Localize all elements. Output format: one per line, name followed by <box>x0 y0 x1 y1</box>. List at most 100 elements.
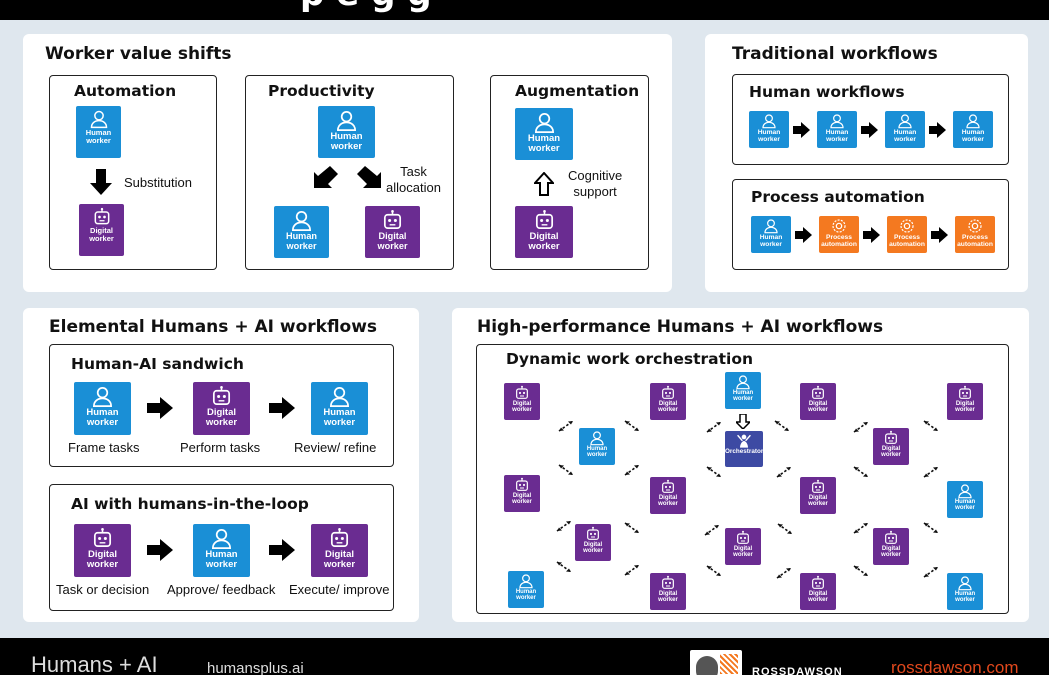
tile-label: Orchestrator <box>725 448 763 455</box>
panel-title: Worker value shifts <box>45 44 232 64</box>
orchestrator-tile: Orchestrator <box>725 431 763 467</box>
box-title: Augmentation <box>515 82 640 100</box>
automation-box: Automation Human worker Substitution Dig… <box>49 75 217 270</box>
tile-label: Digital worker <box>528 231 560 252</box>
right-arrow-icon <box>269 539 295 561</box>
tile-label: Human worker <box>732 390 754 403</box>
person-icon <box>90 110 107 129</box>
right-arrow-icon <box>931 227 948 243</box>
human-worker-tile: Human worker <box>885 111 925 148</box>
footer-right-site: rossdawson.com <box>891 658 1019 675</box>
substitution-label: Substitution <box>124 175 192 190</box>
human-worker-tile: Human worker <box>76 106 121 158</box>
right-arrow-icon <box>863 227 880 243</box>
robot-icon <box>94 207 109 225</box>
tile-label: Digital worker <box>512 401 532 414</box>
bidirectional-link-icon <box>853 565 869 577</box>
person-icon <box>212 529 231 549</box>
tile-label: Digital worker <box>733 546 753 559</box>
right-arrow-icon <box>147 539 173 561</box>
bidirectional-link-icon <box>923 420 939 432</box>
human-worker-tile: Human worker <box>274 206 329 258</box>
digital-worker-tile: Digital worker <box>311 524 368 577</box>
human-worker-tile: Human worker <box>508 571 544 608</box>
person-icon <box>292 211 311 231</box>
robot-icon <box>535 210 553 230</box>
digital-worker-tile: Digital worker <box>800 573 836 610</box>
process-automation-box: Process automation Human worker Process … <box>732 179 1009 270</box>
orchestrator-icon <box>737 434 751 448</box>
human-worker-tile: Human worker <box>318 106 375 158</box>
robot-icon <box>885 530 897 544</box>
tile-label: Human worker <box>515 589 537 602</box>
worker-value-shifts-panel: Worker value shifts Automation Human wor… <box>23 34 672 292</box>
right-arrow-icon <box>147 397 173 419</box>
tile-label: Digital worker <box>512 493 532 506</box>
panel-title: High-performance Humans + AI workflows <box>477 317 884 337</box>
productivity-box: Productivity Human worker Task allocatio… <box>245 75 454 270</box>
bidirectional-link-icon <box>624 522 640 534</box>
box-title: AI with humans-in-the-loop <box>71 495 309 513</box>
tile-label: Digital worker <box>323 549 356 570</box>
person-icon <box>830 114 844 129</box>
process-automation-tile: Process automation <box>819 216 859 253</box>
elemental-workflows-panel: Elemental Humans + AI workflows Human-AI… <box>23 308 419 622</box>
bidirectional-link-icon <box>706 421 722 433</box>
box-title: Productivity <box>268 82 375 100</box>
bidirectional-link-icon <box>706 565 722 577</box>
digital-worker-tile: Digital worker <box>725 528 761 565</box>
person-icon <box>966 114 980 129</box>
tile-label: Digital worker <box>808 401 828 414</box>
robot-icon <box>383 210 402 230</box>
tile-label: Human worker <box>323 407 356 428</box>
robot-icon <box>737 530 749 544</box>
process-automation-tile: Process automation <box>887 216 927 253</box>
bidirectional-link-icon <box>776 567 792 579</box>
person-icon <box>330 387 349 407</box>
tile-label: Human worker <box>757 129 781 143</box>
right-arrow-icon <box>269 397 295 419</box>
person-icon <box>337 111 356 131</box>
human-worker-tile: Human worker <box>193 524 250 577</box>
tile-label: Human worker <box>825 129 849 143</box>
panel-title: Elemental Humans + AI workflows <box>49 317 378 337</box>
human-worker-tile: Human worker <box>749 111 789 148</box>
bidirectional-link-icon <box>923 466 939 478</box>
human-worker-tile: Human worker <box>947 573 983 610</box>
tile-label: Human worker <box>86 407 119 428</box>
human-worker-tile: Human worker <box>751 216 791 253</box>
person-icon <box>93 387 112 407</box>
bidirectional-link-icon <box>853 421 869 433</box>
gear-icon <box>968 219 982 233</box>
robot-icon <box>516 477 528 491</box>
bidirectional-link-icon <box>776 466 792 478</box>
tile-label: Human worker <box>954 591 976 604</box>
right-arrow-icon <box>929 122 946 138</box>
robot-icon <box>93 528 112 548</box>
tile-label: Digital worker <box>808 591 828 604</box>
digital-worker-tile: Digital worker <box>74 524 131 577</box>
digital-worker-tile: Digital worker <box>650 383 686 420</box>
tile-label: Digital worker <box>881 546 901 559</box>
footer-site: humansplus.ai <box>207 660 304 675</box>
person-icon <box>590 431 604 446</box>
person-icon <box>534 113 554 133</box>
header-title: p e g g <box>300 0 432 14</box>
person-icon <box>764 219 778 234</box>
human-ai-sandwich-box: Human-AI sandwich Human worker Digital w… <box>49 344 394 467</box>
traditional-workflows-panel: Traditional workflows Human workflows Hu… <box>705 34 1028 292</box>
bidirectional-link-icon <box>777 523 793 535</box>
bidirectional-link-icon <box>923 566 939 578</box>
person-icon <box>519 574 533 589</box>
tile-label: Human worker <box>954 499 976 512</box>
tile-label: Human worker <box>759 234 783 248</box>
robot-icon <box>330 528 349 548</box>
bidirectional-link-icon <box>704 524 720 536</box>
header-bar: p e g g <box>0 0 1049 20</box>
robot-icon <box>662 575 674 589</box>
step-caption: Frame tasks <box>68 440 140 455</box>
bidirectional-link-icon <box>853 522 869 534</box>
step-caption: Approve/ feedback <box>167 582 276 597</box>
bidirectional-link-icon <box>558 464 574 476</box>
tile-label: Digital worker <box>583 542 603 555</box>
